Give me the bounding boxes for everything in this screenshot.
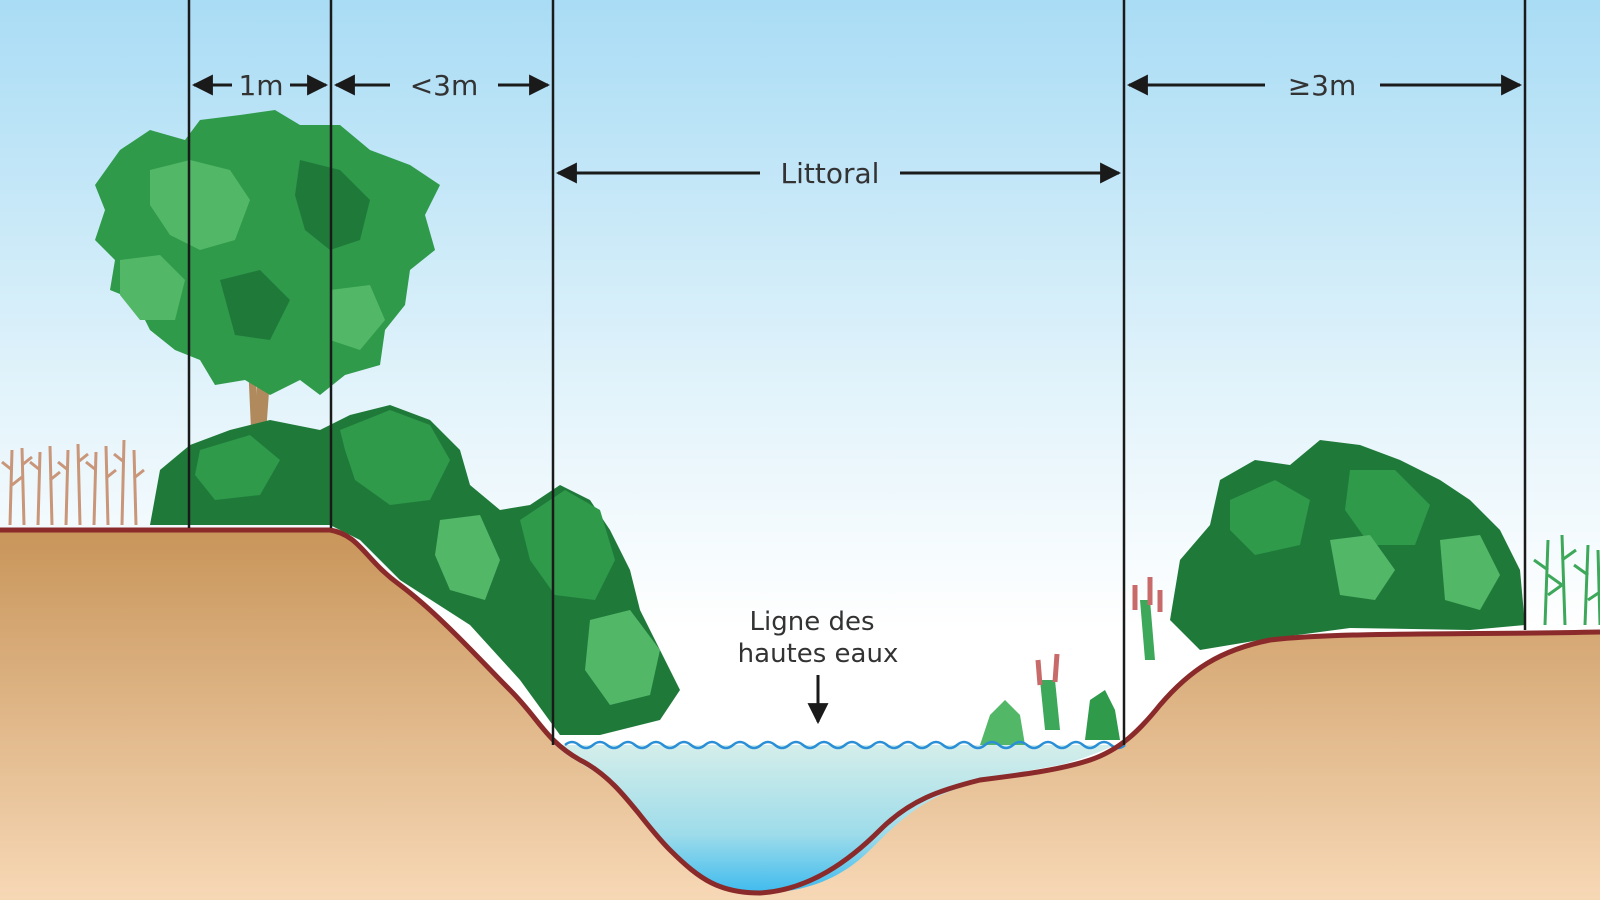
label-1m: 1m (238, 69, 283, 102)
ground-profile-line (0, 527, 1600, 896)
high-water-line-callout: Ligne des hautes eaux (738, 607, 899, 725)
high-water-label-line2: hautes eaux (738, 639, 899, 669)
high-water-label-line1: Ligne des (750, 607, 875, 637)
riverside-plants (980, 577, 1163, 745)
right-crop-field (1533, 534, 1600, 626)
dimension-greater-equal-3m: ≥3m (1126, 69, 1523, 102)
label-greater-equal-3m: ≥3m (1288, 69, 1357, 102)
ground-soil (0, 530, 1600, 900)
label-littoral: Littoral (781, 157, 880, 190)
left-bank-shrubs (150, 405, 680, 735)
zone-guide-lines (187, 0, 1527, 745)
tree-canopy (95, 110, 440, 395)
dimension-littoral: Littoral (555, 157, 1122, 190)
right-bank-shrubs (1170, 440, 1525, 650)
left-crop-field (1, 439, 145, 526)
dimension-1m: 1m (191, 69, 329, 102)
label-less-3m: <3m (410, 69, 479, 102)
water-surface-waves (564, 740, 1126, 750)
dimension-less-3m: <3m (333, 69, 551, 102)
